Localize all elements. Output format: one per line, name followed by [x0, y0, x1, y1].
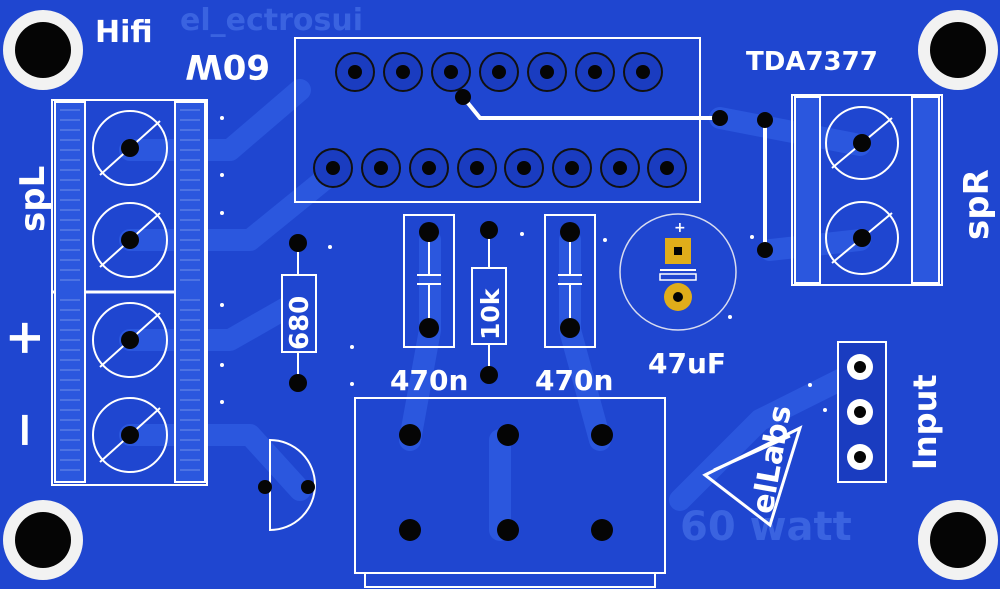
resistor-680-label: 680: [285, 296, 315, 350]
electrolytic-capacitor: +: [619, 213, 737, 331]
round-component: [258, 438, 316, 532]
power-label: 60W: [185, 46, 270, 86]
brand-label: Hifi: [95, 15, 153, 50]
jumper-wires: [461, 95, 767, 250]
input-header: [837, 341, 887, 483]
left-speaker-label: spL: [13, 166, 53, 232]
cap-plus-sign: +: [674, 220, 686, 236]
resistor-10k: 10k: [471, 221, 507, 384]
resistor-10k-label: 10k: [476, 287, 505, 340]
cap-1-label: 470n: [390, 364, 468, 397]
plus-label: +: [0, 318, 52, 358]
right-speaker-label: spR: [957, 169, 997, 240]
power-component: [354, 397, 666, 588]
resistor-680: 680: [281, 234, 317, 392]
chip-label: TDA7377: [746, 47, 878, 77]
input-label: Input: [906, 374, 944, 470]
capacitor-470n-right: [544, 214, 596, 348]
minus-label: −: [0, 410, 52, 450]
via-dots: [220, 116, 827, 412]
cap-2-label: 470n: [535, 364, 613, 397]
right-terminal-block: [791, 94, 943, 286]
mounting-holes: [3, 10, 998, 580]
capacitor-470n-left: [403, 214, 455, 348]
ghost-text-bottom: 60 watt: [680, 504, 852, 550]
ic-footprint: [294, 37, 701, 203]
ghost-text-top: el_ectrosui: [180, 3, 363, 38]
jumper-pads: [455, 89, 773, 258]
left-terminal-block: [51, 99, 208, 486]
electrolytic-label: 47uF: [648, 347, 726, 380]
